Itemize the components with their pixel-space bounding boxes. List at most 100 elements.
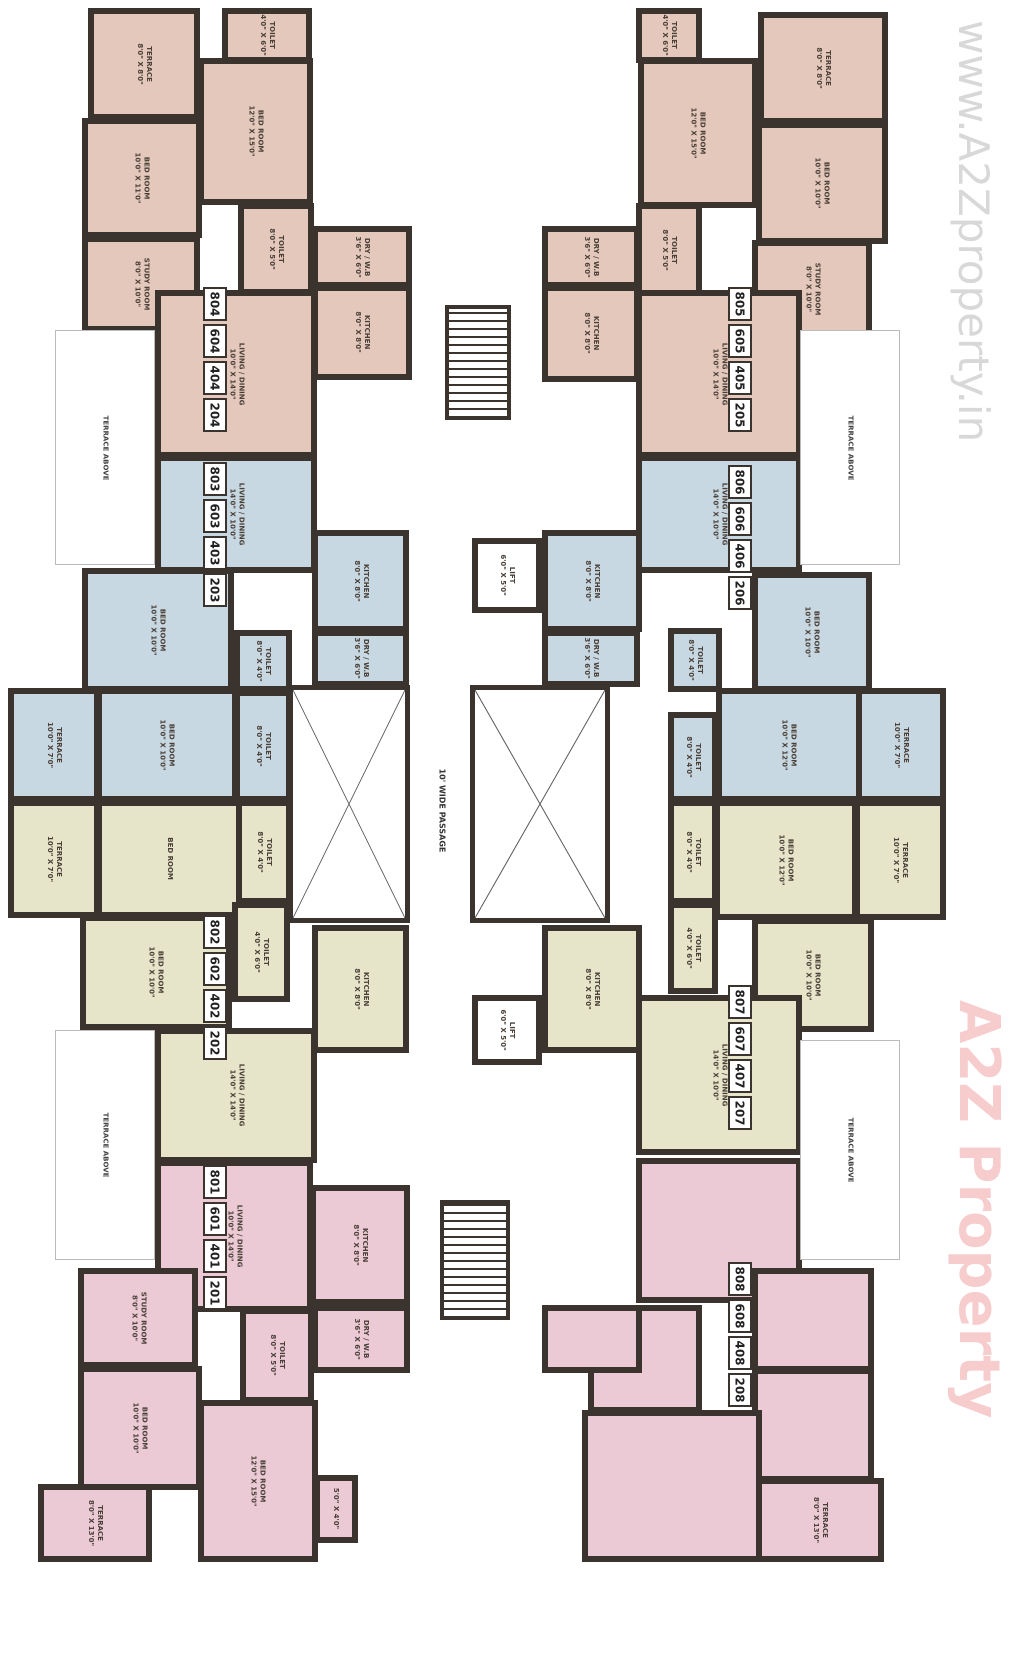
- lift-label: LIFT: [508, 567, 517, 584]
- unit-number: 204: [203, 398, 227, 432]
- room-name: KITCHEN: [361, 971, 370, 1007]
- room-dimensions: 8'0" X 8'0": [136, 43, 144, 85]
- room-name: DRY / W.B: [362, 1319, 371, 1359]
- room-name: STUDY ROOM: [142, 257, 151, 311]
- unit-number: 407: [728, 1059, 752, 1093]
- room-dimensions: 14'0" X 10'0": [227, 488, 236, 540]
- unit-number-text: 604: [208, 328, 222, 354]
- unit-number-text: 808: [733, 1266, 747, 1292]
- room-dimensions: 8'0" X 4'0": [255, 640, 263, 682]
- unit-number-text: 401: [208, 1243, 222, 1269]
- room-name: KITCHEN: [593, 563, 602, 599]
- room-dimensions: 8'0" X 8'0": [352, 1224, 360, 1266]
- room-dimensions: 3'6" X 6'0": [583, 637, 591, 680]
- room-name: KITCHEN: [361, 563, 370, 599]
- room-name: BED ROOM: [259, 1459, 268, 1503]
- room-dimensions: 8'0" X 5'0": [268, 228, 276, 270]
- lift-dim: 6'0" X 5'0": [499, 1009, 507, 1051]
- room-dimensions: 8'0" X 4'0": [687, 639, 695, 681]
- unit-number-text: 405: [733, 365, 747, 391]
- room-dimensions: 8'0" X 10'0": [132, 260, 141, 308]
- unit-number: 607: [728, 1022, 752, 1056]
- unit-number: 206: [728, 576, 752, 610]
- room-dimensions: 4'0" X 6'0": [253, 931, 261, 973]
- room-dimensions: 8'0" X 8'0": [584, 968, 592, 1010]
- lift-dim: 6'0" X 5'0": [499, 554, 507, 597]
- room-dimensions: 10'0" X 7'0": [893, 721, 901, 769]
- unit-number: 603: [203, 499, 227, 533]
- room-name: KITCHEN: [363, 315, 372, 350]
- passage: 10' WIDE PASSAGE: [432, 720, 452, 900]
- room-name: BED ROOM: [159, 608, 168, 652]
- unit-number-text: 408: [733, 1340, 747, 1366]
- unit-number: 405: [728, 361, 752, 395]
- room-dimensions: 10'0" X 10'0": [131, 1402, 140, 1454]
- room-name: TOILET: [265, 838, 274, 866]
- unit-number-text: 201: [208, 1280, 222, 1306]
- unit-number: 404: [203, 361, 227, 395]
- unit-number: 807: [728, 985, 752, 1019]
- passage-label: 10' WIDE PASSAGE: [437, 768, 447, 852]
- room-dimensions: 8'0" X 10'0": [803, 265, 812, 313]
- unit-number: 201: [203, 1276, 227, 1310]
- room-label: BED ROOM: [164, 838, 174, 881]
- unit-number-text: 202: [208, 1030, 222, 1056]
- room-dimensions: 8'0" X 8'0": [815, 47, 823, 89]
- room-name: TOILET: [694, 838, 703, 866]
- watermark-url: www.A2Zproperty.in: [949, 20, 998, 443]
- unit-number-text: 406: [733, 543, 747, 569]
- room-name: TERRACE: [55, 727, 64, 763]
- lift-label: LIFT: [508, 1021, 517, 1039]
- staircase-top: [445, 305, 511, 420]
- terrace-above: TERRACE ABOVE: [800, 330, 900, 565]
- room-name: STUDY ROOM: [139, 1291, 148, 1345]
- room-space: [582, 1410, 762, 1562]
- terrace-above-label: TERRACE ABOVE: [845, 1117, 854, 1183]
- unit-number: 805: [728, 287, 752, 321]
- unit-number: 605: [728, 324, 752, 358]
- room-dimensions: 8'0" X 8'0": [354, 311, 362, 354]
- unit-number-text: 204: [208, 402, 222, 428]
- room-dimensions: 8'0" X 8'0": [584, 560, 592, 602]
- unit-number: 401: [203, 1239, 227, 1273]
- room-name: TOILET: [696, 646, 705, 674]
- unit-number: 408: [728, 1336, 752, 1370]
- unit-number: 602: [203, 952, 227, 986]
- room-name: TOILET: [278, 1341, 287, 1370]
- room-name: KITCHEN: [592, 316, 601, 351]
- unit-number: 604: [203, 324, 227, 358]
